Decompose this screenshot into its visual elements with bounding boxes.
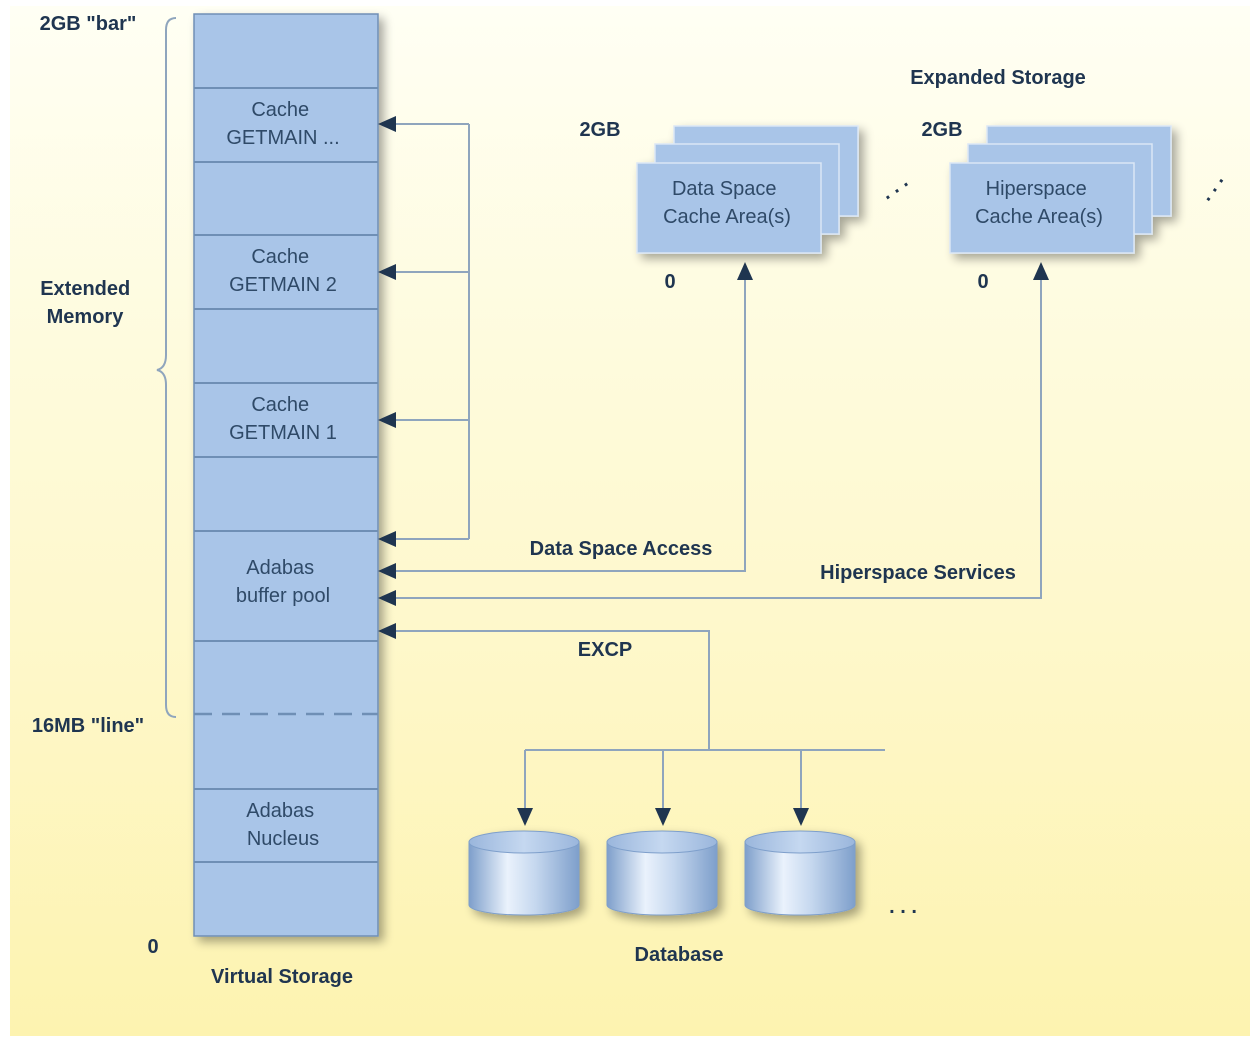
hiperspace-zero-label: 0 bbox=[977, 271, 988, 293]
cache-arrowheads bbox=[378, 116, 396, 547]
arrow-db-2 bbox=[655, 808, 671, 826]
arrow-db-1 bbox=[517, 808, 533, 826]
hiperspace-stack bbox=[949, 125, 1172, 254]
database-arrowheads bbox=[517, 808, 809, 826]
data-space-2gb-label: 2GB bbox=[579, 119, 620, 141]
arrow-cache-extension bbox=[378, 531, 396, 547]
excp-line bbox=[390, 630, 710, 750]
virtual-storage-block bbox=[193, 13, 379, 937]
adabas-buffer-pool-cell: Adabas buffer pool bbox=[236, 557, 330, 607]
expanded-storage-label: Expanded Storage bbox=[910, 67, 1086, 89]
data-space-box-label: Data Space Cache Area(s) bbox=[663, 178, 791, 228]
data-space-access-line bbox=[390, 276, 746, 572]
database-ellipsis: . . . bbox=[889, 896, 917, 918]
line-label: 16MB "line" bbox=[32, 715, 144, 737]
adabas-nucleus-cell: Adabas Nucleus bbox=[246, 800, 319, 850]
excp-label: EXCP bbox=[578, 639, 632, 661]
virtual-storage-dividers bbox=[194, 87, 378, 863]
arrow-db-3 bbox=[793, 808, 809, 826]
virtual-storage-column bbox=[193, 13, 379, 937]
database-bus bbox=[524, 749, 885, 810]
cache-getmain-1-cell: Cache GETMAIN 1 bbox=[229, 394, 337, 444]
hiperspace-2gb-label: 2GB bbox=[921, 119, 962, 141]
bar-label: 2GB "bar" bbox=[40, 13, 137, 35]
arrow-excp-to-pool bbox=[378, 623, 396, 639]
arrow-pool-to-data-space bbox=[737, 262, 753, 280]
cache-getmain-2-cell: Cache GETMAIN 2 bbox=[229, 246, 337, 296]
arrow-data-space-to-pool bbox=[378, 563, 396, 579]
data-space-stack bbox=[636, 125, 859, 254]
cache-connectors bbox=[390, 123, 470, 540]
hiperspace-services-label: Hiperspace Services bbox=[820, 562, 1016, 584]
hiperspace-box-label: Hiperspace Cache Area(s) bbox=[975, 178, 1103, 228]
database-disk-3 bbox=[744, 830, 856, 916]
arrow-hiperspace-to-pool bbox=[378, 590, 396, 606]
data-space-access-label: Data Space Access bbox=[530, 538, 713, 560]
extended-memory-label: Extended Memory bbox=[40, 278, 136, 328]
database-label: Database bbox=[635, 944, 724, 966]
arrow-cache-getmain-n bbox=[378, 116, 396, 132]
arrow-cache-getmain-2 bbox=[378, 264, 396, 280]
virtual-storage-title: Virtual Storage bbox=[211, 966, 353, 988]
cache-getmain-n-cell: Cache GETMAIN ... bbox=[226, 99, 339, 149]
arrow-pool-to-hiperspace bbox=[1033, 262, 1049, 280]
arrow-cache-getmain-1 bbox=[378, 412, 396, 428]
hiperspace-services-line bbox=[390, 276, 1042, 599]
virtual-storage-zero-label: 0 bbox=[147, 936, 158, 958]
database-disk-2 bbox=[606, 830, 718, 916]
database-disk-1 bbox=[468, 830, 580, 916]
extended-memory-brace bbox=[156, 17, 177, 718]
data-space-zero-label: 0 bbox=[664, 271, 675, 293]
